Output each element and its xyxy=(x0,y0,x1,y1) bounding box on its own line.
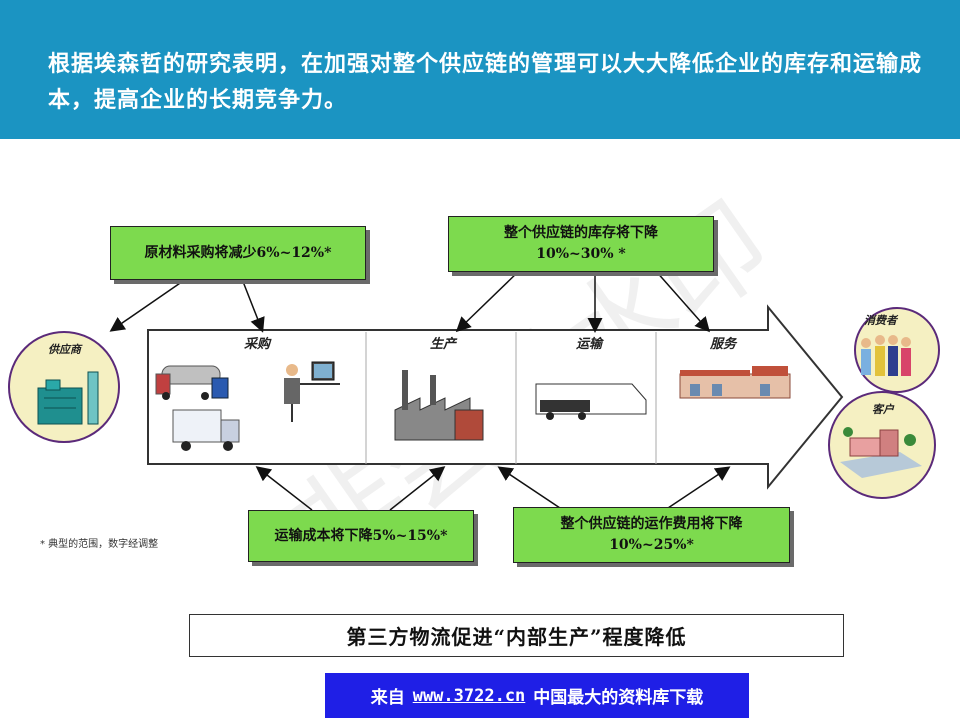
callout-inventory-line2: 10%~30% * xyxy=(536,246,626,262)
process-arrow xyxy=(147,304,844,490)
office-worker-icon xyxy=(284,361,340,422)
conclusion-banner: 第三方物流促进“内部生产”程度降低 xyxy=(189,614,844,657)
footer-suffix: 中国最大的资料库下载 xyxy=(533,688,704,708)
tanker-truck-icon xyxy=(155,365,229,400)
factory-icon xyxy=(37,371,99,425)
stage-label-production: 生产 xyxy=(430,337,457,352)
customer-label: 客户 xyxy=(872,403,894,416)
plant-icon xyxy=(394,370,484,441)
callout-inventory-line1: 整个供应链的库存将下降 xyxy=(504,225,658,241)
arrow-to-supplier xyxy=(109,278,187,332)
people-icon xyxy=(861,335,911,376)
source-footer: 来自 www.3722.cn 中国最大的资料库下载 xyxy=(325,673,749,718)
callout-operation-line2: 10%~25%* xyxy=(609,537,694,553)
callout-transport-cost-text: 运输成本将下降5%~15%* xyxy=(274,527,448,544)
callout-raw-material: 原材料采购将减少6%~12%* xyxy=(110,226,366,280)
shopping-center-icon xyxy=(679,366,791,399)
store-icon xyxy=(840,427,922,478)
footer-prefix: 来自 xyxy=(370,688,405,708)
supplier-label: 供应商 xyxy=(48,343,81,356)
stage-label-procurement: 采购 xyxy=(244,337,271,352)
arrow-from-operation-cost xyxy=(497,466,561,509)
footer-link[interactable]: www.3722.cn xyxy=(412,685,526,706)
header-text: 根据埃森哲的研究表明，在加强对整个供应链的管理可以大大降低企业的库存和运输成本，… xyxy=(48,51,923,113)
arrow-from-operation-cost-2 xyxy=(667,466,731,509)
consumer-label: 消费者 xyxy=(864,314,897,327)
arrow-to-procurement xyxy=(241,278,265,333)
callout-operation-line1: 整个供应链的运作费用将下降 xyxy=(560,516,743,532)
footnote: * 典型的范围，数字经调整 xyxy=(40,539,159,550)
header-bar: 根据埃森哲的研究表明，在加强对整个供应链的管理可以大大降低企业的库存和运输成本，… xyxy=(0,0,960,139)
warehouse-truck-icon xyxy=(535,383,647,420)
callout-raw-material-text: 原材料采购将减少6%~12%* xyxy=(144,244,332,261)
arrow-from-transport-cost-2 xyxy=(389,466,446,511)
stage-label-service: 服务 xyxy=(710,337,737,352)
delivery-truck-icon xyxy=(172,409,240,451)
callout-operation-cost: 整个供应链的运作费用将下降 10%~25%* xyxy=(513,507,790,563)
callout-transport-cost: 运输成本将下降5%~15%* xyxy=(248,510,474,562)
arrow-from-transport-cost xyxy=(255,466,313,511)
conclusion-text: 第三方物流促进“内部生产”程度降低 xyxy=(346,625,687,649)
stage-label-transport: 运输 xyxy=(576,337,603,352)
callout-inventory: 整个供应链的库存将下降 10%~30% * xyxy=(448,216,714,272)
arrow-to-production xyxy=(455,269,521,333)
arrow-to-service xyxy=(654,269,710,333)
